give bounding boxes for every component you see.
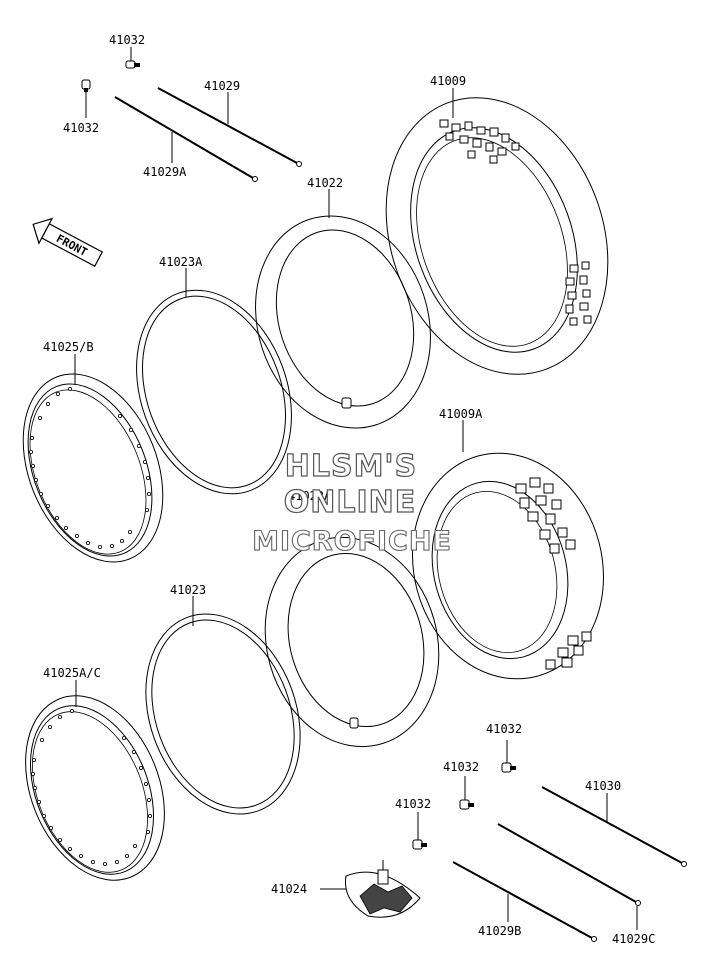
spoke-41029B <box>452 861 597 942</box>
nipple-41032-left <box>81 79 91 118</box>
rim-41025AC <box>25 680 165 881</box>
label-41032-top: 41032 <box>109 33 145 47</box>
label-41025B: 41025/B <box>43 340 94 354</box>
rim-band-41023 <box>145 596 301 815</box>
label-41030: 41030 <box>585 779 621 793</box>
nipple-41032-lr3 <box>412 812 427 850</box>
spoke-41029 <box>157 87 302 167</box>
label-41023A: 41023A <box>159 255 203 269</box>
label-41024: 41024 <box>271 882 307 896</box>
front-tire-41009 <box>385 88 609 375</box>
label-41025AC: 41025A/C <box>43 666 101 680</box>
spoke-41029A <box>114 96 258 182</box>
label-41032-left: 41032 <box>63 121 99 135</box>
label-41029: 41029 <box>204 79 240 93</box>
rear-tire-41009A <box>412 420 604 680</box>
watermark-line3: MICROFICHE <box>252 526 452 557</box>
rim-41025B <box>22 354 164 563</box>
label-41023: 41023 <box>170 583 206 597</box>
spoke-41030 <box>541 786 687 867</box>
label-41022: 41022 <box>307 176 343 190</box>
label-41029B: 41029B <box>478 924 521 938</box>
watermark-line1: HLSM'S <box>285 449 417 484</box>
tube-41022 <box>255 189 431 429</box>
front-direction-arrow: FRONT <box>32 217 104 267</box>
nipple-41032-lr1 <box>501 740 516 773</box>
watermark-line2: ONLINE <box>284 485 417 520</box>
label-41029C: 41029C <box>612 932 655 946</box>
label-41009: 41009 <box>430 74 466 88</box>
nipple-41032-top <box>125 47 140 69</box>
label-41032-lr3: 41032 <box>395 797 431 811</box>
tube-41022A <box>264 536 440 748</box>
label-41029A: 41029A <box>143 165 187 179</box>
label-41022A: 41022A <box>288 489 332 503</box>
rim-lock-41024 <box>320 860 421 918</box>
label-41032-lr1: 41032 <box>486 722 522 736</box>
spoke-41029C <box>497 823 641 930</box>
label-41009A: 41009A <box>439 407 483 421</box>
rim-band-41023A <box>136 268 292 495</box>
label-41032-lr2: 41032 <box>443 760 479 774</box>
nipple-41032-lr2 <box>459 776 474 810</box>
